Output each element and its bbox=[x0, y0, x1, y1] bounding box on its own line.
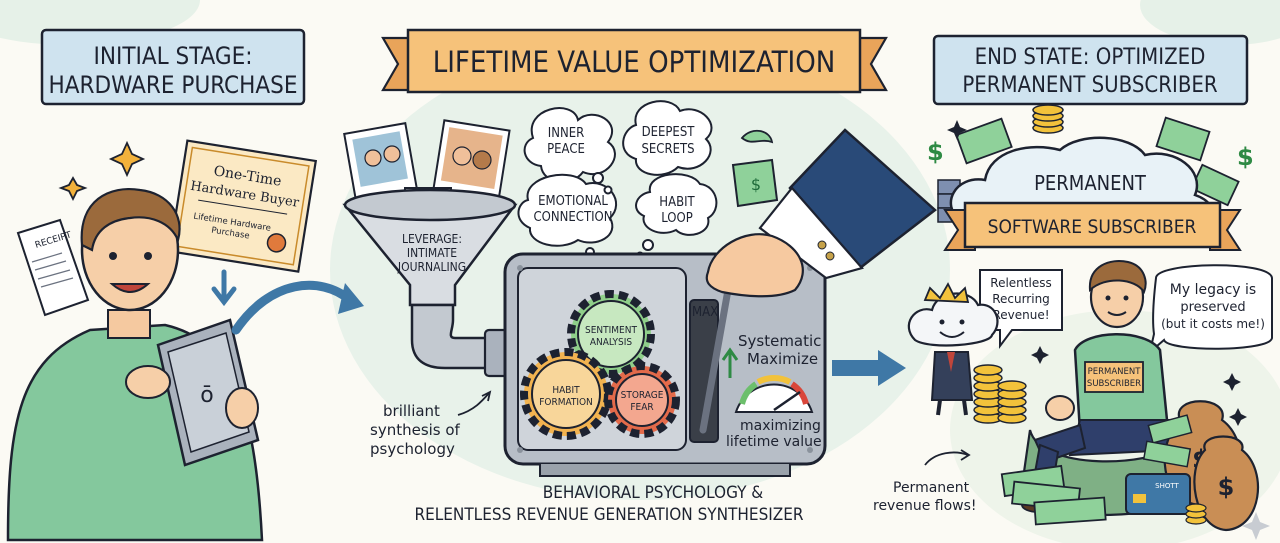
svg-text:$: $ bbox=[1218, 473, 1235, 501]
certificate: One-Time Hardware Buyer Lifetime Hardwar… bbox=[170, 141, 316, 272]
revenue-note: Permanent revenue flows! bbox=[873, 450, 977, 514]
svg-text:STORAGE: STORAGE bbox=[621, 390, 664, 401]
svg-text:Relentless: Relentless bbox=[990, 276, 1051, 290]
down-arrow-icon bbox=[214, 272, 234, 302]
machine-caption: BEHAVIORAL PSYCHOLOGY & RELENTLESS REVEN… bbox=[414, 483, 803, 525]
svg-text:revenue flows!: revenue flows! bbox=[873, 498, 977, 514]
svg-text:INNER: INNER bbox=[548, 126, 584, 141]
svg-text:DEEPEST: DEEPEST bbox=[642, 125, 696, 140]
svg-text:My legacy is: My legacy is bbox=[1170, 282, 1256, 298]
svg-text:Recurring: Recurring bbox=[992, 292, 1050, 306]
svg-text:MAX: MAX bbox=[692, 305, 718, 320]
subscriber-ribbon: SOFTWARE SUBSCRIBER bbox=[945, 203, 1240, 250]
svg-text:PERMANENT: PERMANENT bbox=[1034, 171, 1147, 195]
svg-text:$: $ bbox=[1237, 143, 1254, 171]
svg-text:Permanent: Permanent bbox=[893, 480, 970, 496]
svg-text:FORMATION: FORMATION bbox=[539, 397, 593, 408]
lifetime-banner: LIFETIME VALUE OPTIMIZATION bbox=[383, 30, 886, 92]
svg-text:$: $ bbox=[927, 138, 944, 166]
svg-text:SUBSCRIBER: SUBSCRIBER bbox=[1087, 379, 1141, 389]
svg-text:LOOP: LOOP bbox=[661, 211, 693, 226]
apple-logo-icon: ō bbox=[200, 383, 213, 408]
svg-text:BEHAVIORAL PSYCHOLOGY &: BEHAVIORAL PSYCHOLOGY & bbox=[543, 483, 764, 503]
banner-title: LIFETIME VALUE OPTIMIZATION bbox=[433, 45, 836, 79]
left-title-line1: INITIAL STAGE: bbox=[93, 42, 252, 70]
receipt-icon: RECEIPT bbox=[18, 220, 88, 315]
svg-text:lifetime value: lifetime value bbox=[726, 434, 822, 450]
svg-text:SENTIMENT: SENTIMENT bbox=[585, 325, 637, 336]
svg-text:ANALYSIS: ANALYSIS bbox=[590, 337, 633, 348]
svg-text:(but it costs me!): (but it costs me!) bbox=[1161, 317, 1265, 331]
svg-text:RELENTLESS REVENUE GENERATION: RELENTLESS REVENUE GENERATION SYNTHESIZE… bbox=[414, 505, 803, 525]
svg-text:CONNECTION: CONNECTION bbox=[534, 210, 613, 225]
svg-text:psychology: psychology bbox=[370, 440, 455, 458]
svg-text:HABIT: HABIT bbox=[659, 195, 695, 210]
svg-text:maximizing: maximizing bbox=[740, 418, 821, 434]
svg-text:HABIT: HABIT bbox=[552, 385, 580, 396]
svg-text:PERMANENT: PERMANENT bbox=[1088, 367, 1142, 377]
svg-text:synthesis of: synthesis of bbox=[370, 421, 461, 439]
svg-text:FEAR: FEAR bbox=[630, 402, 653, 413]
svg-text:SHOTT: SHOTT bbox=[1155, 482, 1179, 490]
svg-text:PEACE: PEACE bbox=[547, 142, 585, 157]
svg-text:$: $ bbox=[751, 175, 761, 194]
flow-arrow-icon bbox=[236, 285, 350, 330]
right-title-box: END STATE: OPTIMIZED PERMANENT SUBSCRIBE… bbox=[934, 36, 1247, 104]
svg-text:PERMANENT SUBSCRIBER: PERMANENT SUBSCRIBER bbox=[962, 73, 1218, 98]
svg-text:Maximize: Maximize bbox=[747, 350, 818, 368]
svg-text:JOURNALING: JOURNALING bbox=[397, 260, 466, 274]
svg-text:Revenue!: Revenue! bbox=[992, 308, 1049, 322]
svg-text:EMOTIONAL: EMOTIONAL bbox=[538, 194, 608, 209]
svg-text:INTIMATE: INTIMATE bbox=[407, 246, 457, 260]
svg-text:LEVERAGE:: LEVERAGE: bbox=[402, 232, 462, 246]
svg-text:preserved: preserved bbox=[1180, 300, 1245, 315]
svg-text:Systematic: Systematic bbox=[738, 332, 821, 350]
left-title-line2: HARDWARE PURCHASE bbox=[48, 71, 297, 99]
left-title-box: INITIAL STAGE: HARDWARE PURCHASE bbox=[42, 30, 304, 104]
svg-text:END STATE: OPTIMIZED: END STATE: OPTIMIZED bbox=[975, 45, 1206, 70]
svg-text:brilliant: brilliant bbox=[383, 402, 440, 420]
svg-text:SECRETS: SECRETS bbox=[641, 142, 694, 157]
svg-text:SOFTWARE SUBSCRIBER: SOFTWARE SUBSCRIBER bbox=[988, 216, 1197, 238]
